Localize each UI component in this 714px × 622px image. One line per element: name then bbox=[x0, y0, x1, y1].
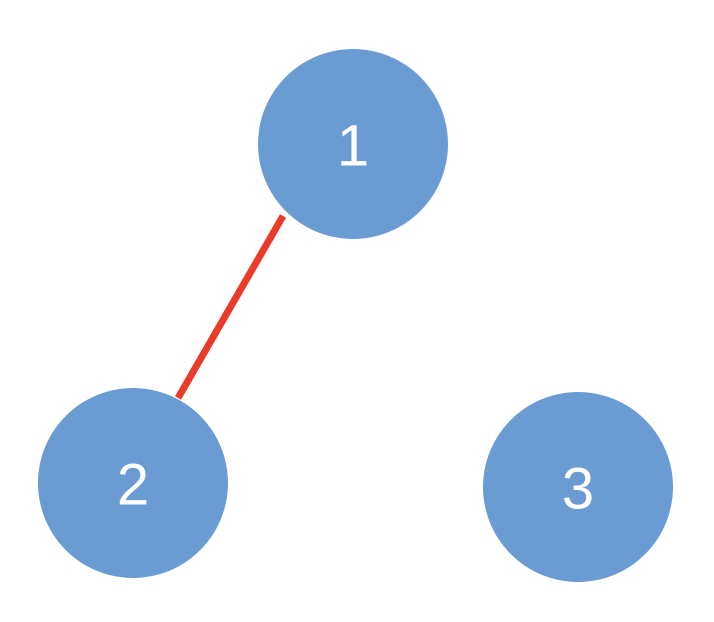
node-1-circle[interactable] bbox=[258, 49, 448, 239]
edge-layer bbox=[174, 214, 287, 400]
node-layer: 1 2 3 bbox=[38, 49, 673, 582]
node-3-circle[interactable] bbox=[483, 392, 673, 582]
node-2-circle[interactable] bbox=[38, 388, 228, 578]
node-2[interactable]: 2 bbox=[38, 388, 228, 578]
node-3[interactable]: 3 bbox=[483, 392, 673, 582]
node-1[interactable]: 1 bbox=[258, 49, 448, 239]
edge-1-2[interactable] bbox=[174, 214, 287, 400]
